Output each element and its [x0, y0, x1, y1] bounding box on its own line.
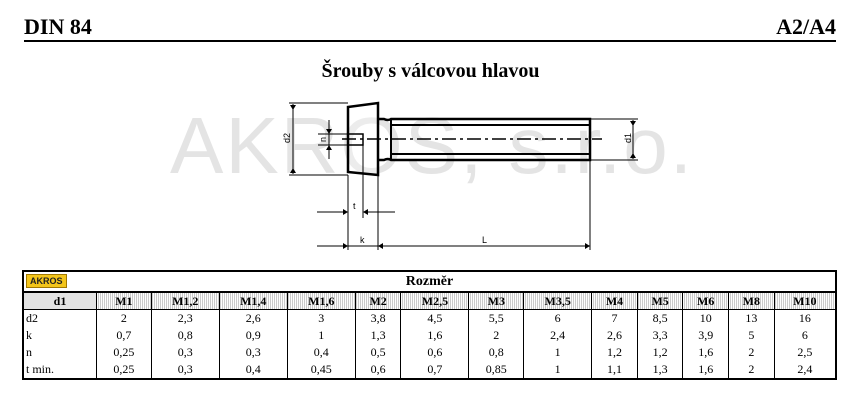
- size-header: M6: [682, 292, 730, 310]
- table-cell: 5,5: [468, 309, 525, 327]
- table-cell: 2,4: [523, 327, 593, 344]
- table-cell: 3,8: [354, 309, 402, 327]
- table-cell: 0,6: [400, 344, 470, 361]
- table-cell: 0,8: [468, 344, 525, 361]
- table-caption: Rozměr: [405, 273, 454, 289]
- table-cell: 0,45: [286, 361, 356, 379]
- label-d2: d2: [282, 133, 292, 143]
- table-cell: 2,5: [773, 344, 837, 361]
- page-title: Šrouby s válcovou hlavou: [321, 60, 540, 82]
- table-cell: 4,5: [400, 309, 470, 327]
- size-header: M3,5: [523, 292, 593, 310]
- table-cell: 3,3: [636, 327, 684, 344]
- material-code: A2/A4: [776, 14, 836, 39]
- table-cell: 1,2: [591, 344, 638, 361]
- size-header: M2,5: [400, 292, 470, 310]
- label-d1: d1: [623, 133, 633, 143]
- table-cell: 1: [523, 361, 593, 379]
- label-k: k: [360, 235, 365, 245]
- table-cell: 0,3: [150, 344, 220, 361]
- size-header: M1,2: [150, 292, 220, 310]
- akros-logo: AKROS: [26, 274, 67, 288]
- size-header: M5: [636, 292, 684, 310]
- col-header-d1: d1: [22, 292, 97, 310]
- table-cell: 0,6: [354, 361, 402, 379]
- row-label: k: [22, 327, 97, 344]
- table-cell: 1,6: [400, 327, 470, 344]
- table-cell: 5: [728, 327, 775, 344]
- table-cell: 2: [468, 327, 525, 344]
- table-cell: 0,25: [96, 344, 152, 361]
- table-cell: 2: [96, 309, 152, 327]
- table-cell: 1,1: [591, 361, 638, 379]
- table-cell: 0,9: [218, 327, 288, 344]
- table-cell: 2,4: [773, 361, 837, 379]
- label-n: n: [318, 137, 328, 142]
- table-cell: 0,5: [354, 344, 402, 361]
- table-cell: 0,7: [96, 327, 152, 344]
- table-cell: 0,25: [96, 361, 152, 379]
- table-cell: 0,4: [218, 361, 288, 379]
- table-cell: 8,5: [636, 309, 684, 327]
- size-header: M2: [354, 292, 402, 310]
- table-cell: 0,7: [400, 361, 470, 379]
- table-cell: 1: [286, 327, 356, 344]
- table-cell: 1,6: [682, 344, 730, 361]
- table-cell: 0,3: [218, 344, 288, 361]
- table-cell: 1,6: [682, 361, 730, 379]
- label-t: t: [353, 201, 356, 211]
- size-header: M10: [773, 292, 837, 310]
- table-cell: 10: [682, 309, 730, 327]
- size-header: M1: [96, 292, 152, 310]
- row-label: t min.: [22, 361, 97, 379]
- table-cell: 2: [728, 344, 775, 361]
- table-cell: 0,8: [150, 327, 220, 344]
- table-cell: 1,3: [636, 361, 684, 379]
- table-cell: 7: [591, 309, 638, 327]
- table-cell: 1: [523, 344, 593, 361]
- table-cell: 2: [728, 361, 775, 379]
- size-header: M1,4: [218, 292, 288, 310]
- table-cell: 6: [773, 327, 837, 344]
- size-header: M8: [728, 292, 775, 310]
- standard-code: DIN 84: [24, 14, 92, 39]
- table-cell: 0,85: [468, 361, 525, 379]
- label-L: L: [482, 235, 487, 245]
- table-cell: 1,3: [354, 327, 402, 344]
- table-cell: 2,6: [218, 309, 288, 327]
- table-cell: 6: [523, 309, 593, 327]
- watermark: AKROS, s.r.o.: [170, 101, 694, 190]
- table-cell: 2,3: [150, 309, 220, 327]
- table-cell: 1,2: [636, 344, 684, 361]
- header-rule: [24, 40, 836, 42]
- size-header: M1,6: [286, 292, 356, 310]
- table-cell: 13: [728, 309, 775, 327]
- table-cell: 3,9: [682, 327, 730, 344]
- row-label: n: [22, 344, 97, 361]
- screw-drawing: d2 n d1 t k L: [282, 101, 638, 250]
- table-cell: 0,3: [150, 361, 220, 379]
- table-cell: 3: [286, 309, 356, 327]
- size-header: M3: [468, 292, 525, 310]
- row-label: d2: [22, 309, 97, 327]
- table-cell: 0,4: [286, 344, 356, 361]
- table-caption-cell: AKROS Rozměr: [22, 271, 837, 293]
- table-cell: 2,6: [591, 327, 638, 344]
- table-cell: 16: [773, 309, 837, 327]
- size-header: M4: [591, 292, 638, 310]
